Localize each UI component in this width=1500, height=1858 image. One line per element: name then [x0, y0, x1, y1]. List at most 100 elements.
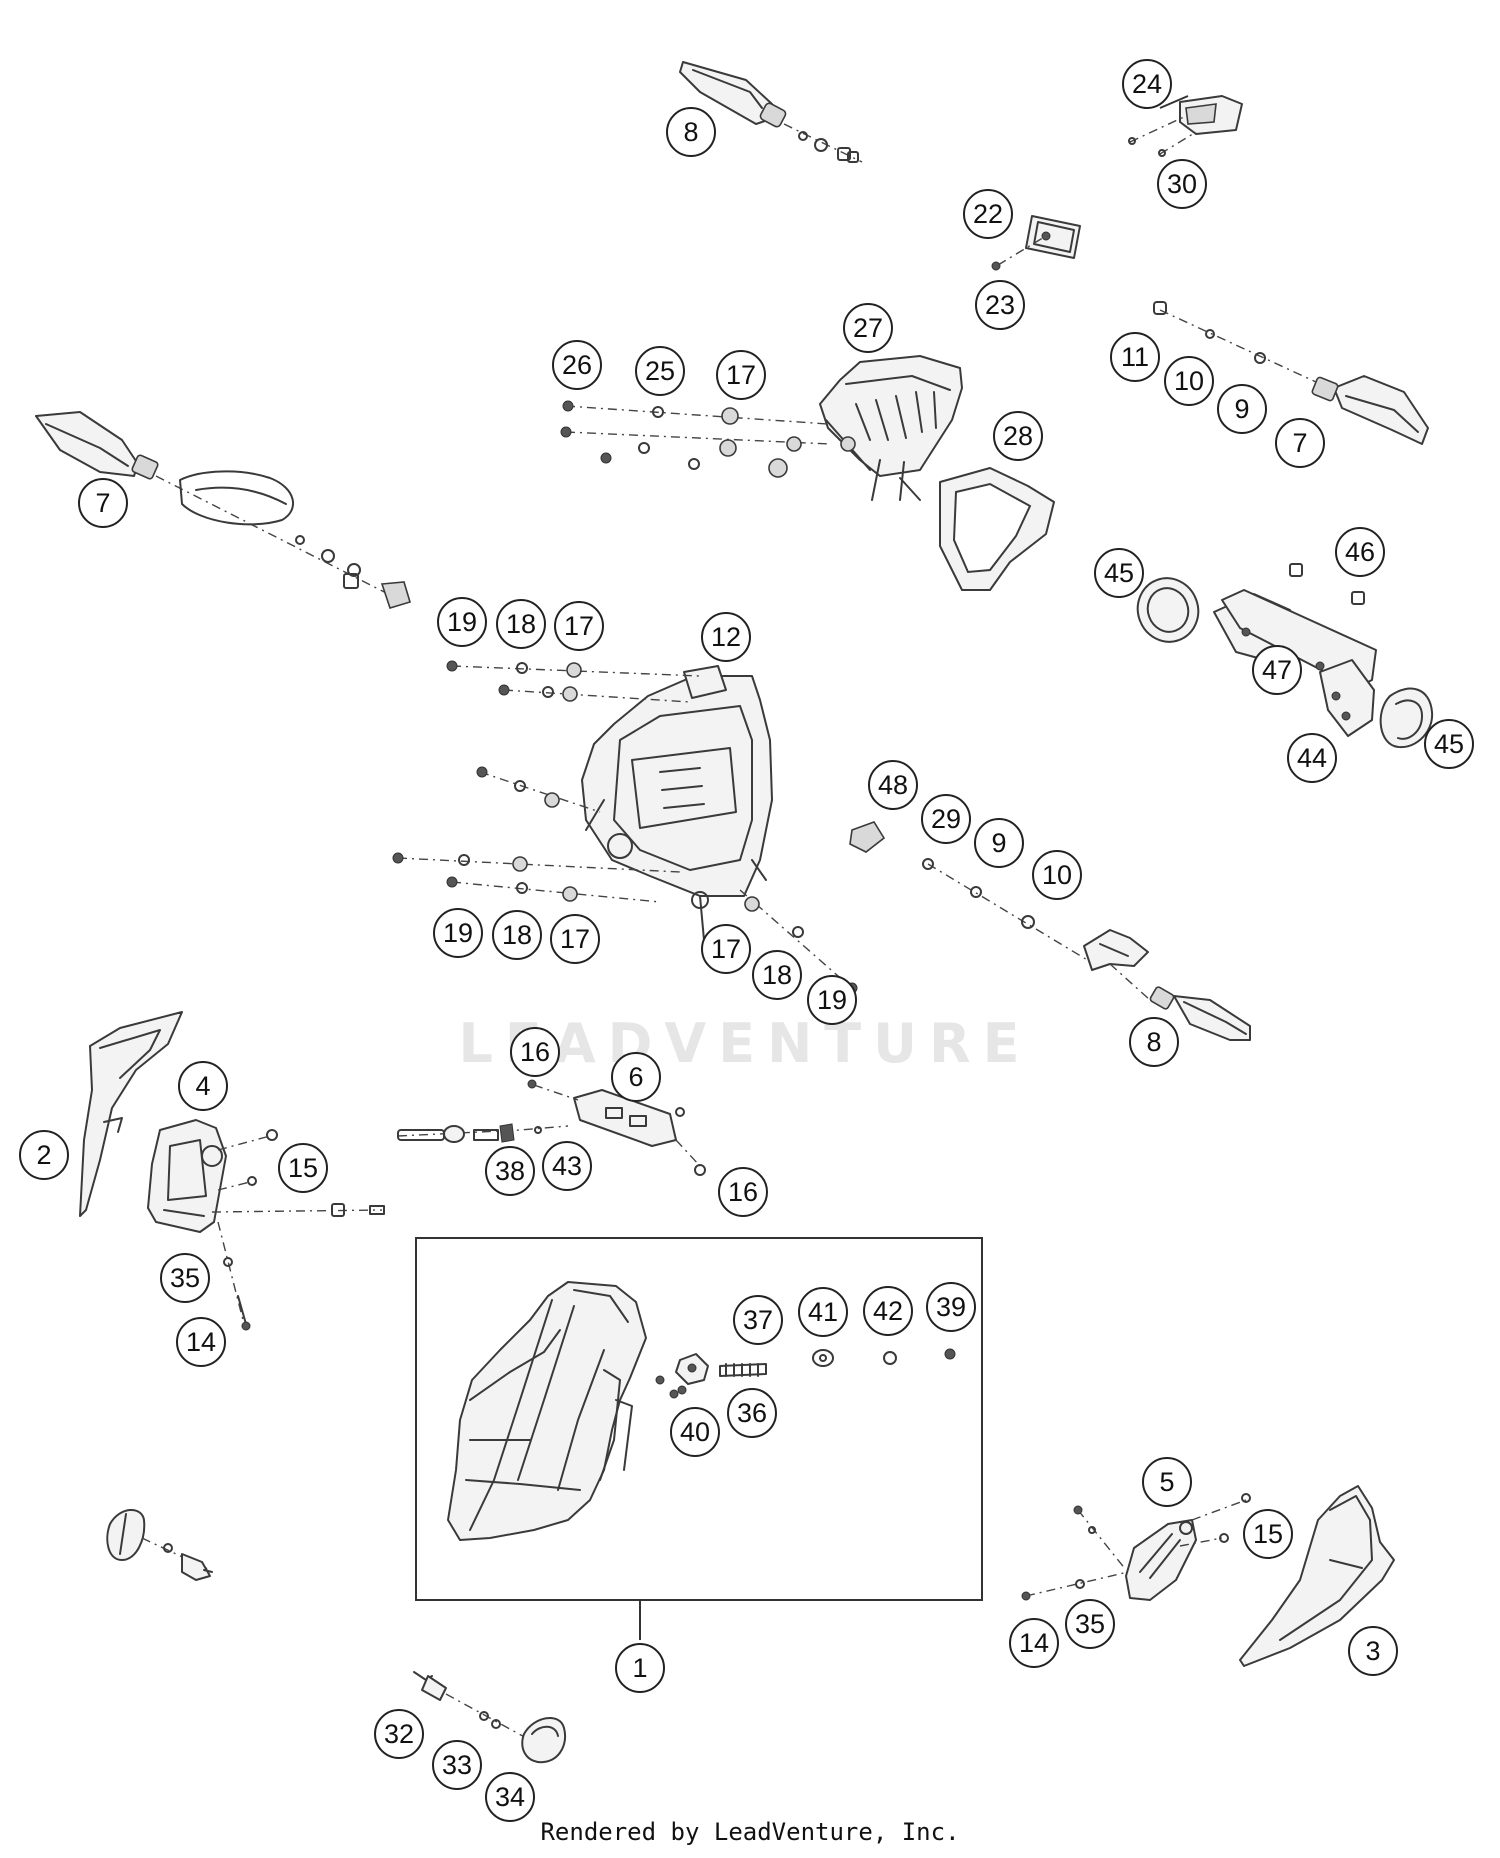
callout-8-right: 8 — [1129, 1017, 1179, 1067]
svg-text:10: 10 — [1174, 366, 1204, 396]
callout-24: 24 — [1122, 59, 1172, 109]
svg-text:18: 18 — [506, 609, 536, 639]
callout-7-right: 7 — [1275, 418, 1325, 468]
svg-text:26: 26 — [562, 350, 592, 380]
callout-33: 33 — [432, 1740, 482, 1790]
callout-19-right: 19 — [807, 975, 857, 1025]
svg-text:17: 17 — [564, 611, 594, 641]
callout-11: 11 — [1110, 332, 1160, 382]
callout-28: 28 — [993, 411, 1043, 461]
callout-18-right: 18 — [752, 950, 802, 1000]
callout-7-left: 7 — [78, 478, 128, 528]
leader-lines — [1159, 95, 1189, 109]
bulb-left — [106, 1509, 213, 1581]
svg-text:45: 45 — [1434, 729, 1464, 759]
callout-17-lower: 17 — [550, 914, 600, 964]
callout-19-lower: 19 — [433, 908, 483, 958]
svg-text:43: 43 — [552, 1151, 582, 1181]
svg-text:11: 11 — [1121, 342, 1149, 372]
svg-text:27: 27 — [853, 313, 883, 343]
callout-9-mid: 9 — [974, 818, 1024, 868]
svg-text:19: 19 — [443, 918, 473, 948]
callout-12: 12 — [701, 612, 751, 662]
callout-37: 37 — [733, 1295, 783, 1345]
callout-9-top: 9 — [1217, 384, 1267, 434]
callout-18-lower: 18 — [492, 910, 542, 960]
callout-42: 42 — [863, 1286, 913, 1336]
callout-35-right: 35 — [1065, 1599, 1115, 1649]
callout-18-upper: 18 — [496, 599, 546, 649]
svg-text:16: 16 — [520, 1037, 550, 1067]
callout-25: 25 — [635, 346, 685, 396]
svg-text:36: 36 — [737, 1398, 767, 1428]
callout-15-right: 15 — [1243, 1509, 1293, 1559]
render-credit: Rendered by LeadVenture, Inc. — [540, 1818, 960, 1846]
svg-text:32: 32 — [384, 1719, 414, 1749]
headlight — [447, 1281, 647, 1541]
callout-44: 44 — [1287, 733, 1337, 783]
callout-4: 4 — [178, 1061, 228, 1111]
headlight-bracket — [581, 665, 773, 941]
svg-text:8: 8 — [1146, 1027, 1161, 1057]
callout-17-right: 17 — [701, 924, 751, 974]
callout-43: 43 — [542, 1141, 592, 1191]
svg-text:18: 18 — [762, 960, 792, 990]
svg-text:17: 17 — [711, 934, 741, 964]
svg-text:35: 35 — [1075, 1609, 1105, 1639]
svg-text:14: 14 — [186, 1327, 216, 1357]
svg-text:1: 1 — [632, 1653, 647, 1683]
svg-text:22: 22 — [973, 199, 1003, 229]
svg-text:34: 34 — [495, 1782, 525, 1812]
callout-27: 27 — [843, 303, 893, 353]
bulb-bottom — [413, 1671, 566, 1764]
svg-text:16: 16 — [728, 1177, 758, 1207]
callout-16-top: 16 — [510, 1027, 560, 1077]
svg-text:29: 29 — [931, 804, 961, 834]
svg-text:5: 5 — [1159, 1467, 1174, 1497]
callout-3: 3 — [1348, 1626, 1398, 1676]
callout-10-mid: 10 — [1032, 850, 1082, 900]
callout-1: 1 — [615, 1643, 665, 1693]
mount-left — [147, 1119, 385, 1331]
svg-text:25: 25 — [645, 356, 675, 386]
callout-30: 30 — [1157, 159, 1207, 209]
tail-light-screws — [560, 400, 831, 478]
svg-text:18: 18 — [502, 920, 532, 950]
svg-text:40: 40 — [680, 1417, 710, 1447]
license-plate-light — [1128, 95, 1243, 157]
svg-text:37: 37 — [743, 1305, 773, 1335]
svg-text:30: 30 — [1167, 169, 1197, 199]
turn-signal-rear-right — [1153, 301, 1429, 445]
callout-36: 36 — [727, 1388, 777, 1438]
callout-17-top: 17 — [716, 350, 766, 400]
reflector — [991, 215, 1081, 271]
svg-text:33: 33 — [442, 1750, 472, 1780]
svg-text:23: 23 — [985, 290, 1015, 320]
turn-signal-top — [679, 61, 863, 163]
svg-text:19: 19 — [817, 985, 847, 1015]
svg-text:7: 7 — [1292, 428, 1307, 458]
fairing-right — [1239, 1485, 1395, 1667]
headlight-adjuster — [397, 1079, 706, 1176]
svg-text:38: 38 — [495, 1156, 525, 1186]
callout-45-left: 45 — [1094, 548, 1144, 598]
svg-text:44: 44 — [1297, 743, 1327, 773]
callout-46: 46 — [1335, 527, 1385, 577]
svg-text:9: 9 — [1234, 394, 1249, 424]
svg-text:2: 2 — [36, 1140, 51, 1170]
svg-text:12: 12 — [711, 622, 741, 652]
svg-text:15: 15 — [1253, 1519, 1283, 1549]
tail-light — [819, 355, 963, 501]
svg-text:4: 4 — [195, 1071, 210, 1101]
svg-text:24: 24 — [1132, 69, 1162, 99]
callout-8-top: 8 — [666, 107, 716, 157]
svg-text:8: 8 — [683, 117, 698, 147]
callout-15-left: 15 — [278, 1143, 328, 1193]
turn-signal-rear-left — [35, 411, 411, 609]
callout-6: 6 — [611, 1052, 661, 1102]
svg-text:39: 39 — [936, 1292, 966, 1322]
svg-text:17: 17 — [560, 924, 590, 954]
mount-right — [1021, 1493, 1251, 1601]
svg-text:17: 17 — [726, 360, 756, 390]
